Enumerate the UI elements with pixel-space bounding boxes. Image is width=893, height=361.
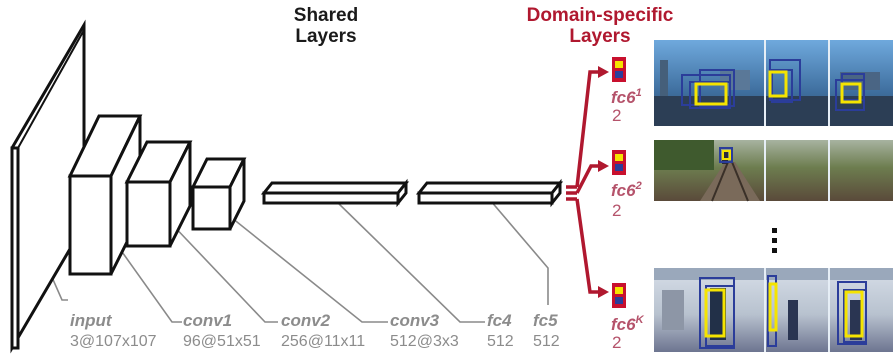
fc6-2-label: fc62 2 xyxy=(611,180,642,220)
shared-header-line2: Layers xyxy=(295,26,356,47)
branch-arrowheads xyxy=(598,66,609,298)
layer-dims-input: 3@107x107 xyxy=(70,333,157,350)
layer-name-conv3: conv3 xyxy=(390,311,440,330)
svg-text:fc6K: fc6K xyxy=(611,314,645,334)
fc6-1-dims: 2 xyxy=(612,106,621,125)
fc6-1-name: fc6 xyxy=(611,88,636,107)
fc6-k-label: fc6K 2 xyxy=(611,314,645,352)
fc6-k-name: fc6 xyxy=(611,315,636,334)
branch-arrows xyxy=(566,70,600,294)
layer-name-fc5: fc5 xyxy=(533,311,558,330)
fc6-1-label: fc61 2 xyxy=(611,87,642,125)
domain-k-frame-strip xyxy=(654,268,893,352)
layer-name-input: input xyxy=(70,311,113,330)
domain-header-line2: Layers xyxy=(569,26,630,47)
fc6-k-dims: 2 xyxy=(612,333,621,352)
arrow-to-fc6-1 xyxy=(575,70,600,188)
arrow-to-fc6-k xyxy=(575,198,600,294)
fc4-layer-block xyxy=(260,178,410,208)
fc6-1-sup: 1 xyxy=(636,87,642,99)
leader-fc5 xyxy=(489,199,549,305)
layer-name-conv2: conv2 xyxy=(281,311,331,330)
layer-name-conv1: conv1 xyxy=(183,311,232,330)
layer-dims-conv2: 256@11x11 xyxy=(281,333,365,350)
fc6-2-dims: 2 xyxy=(612,201,621,220)
domain-specific-layers-header: Domain-specific Layers xyxy=(527,5,674,47)
domain-header-line1: Domain-specific xyxy=(527,5,674,26)
domain-2-frame-strip xyxy=(654,140,893,202)
shared-header-line1: Shared xyxy=(294,5,358,26)
fc6-k-sup: K xyxy=(636,314,645,326)
fc6-1-unit-icon xyxy=(612,57,626,82)
leader-conv2 xyxy=(167,219,278,323)
arrow-to-fc6-2 xyxy=(575,164,600,194)
svg-text:fc61: fc61 xyxy=(611,87,642,107)
leader-conv1 xyxy=(109,234,182,323)
layer-dims-fc5: 512 xyxy=(533,333,560,350)
leader-lines xyxy=(39,199,549,323)
fc6-k-unit-icon xyxy=(612,283,626,308)
fc6-2-sup: 2 xyxy=(635,180,642,192)
layer-labels: input 3@107x107 conv1 96@51x51 conv2 256… xyxy=(70,311,560,350)
layer-dims-fc4: 512 xyxy=(487,333,514,350)
input-layer-block xyxy=(10,19,86,354)
layer-name-fc4: fc4 xyxy=(487,311,512,330)
layer-dims-conv3: 512@3x3 xyxy=(390,333,459,350)
fc6-2-name: fc6 xyxy=(611,181,636,200)
layer-dims-conv1: 96@51x51 xyxy=(183,333,261,350)
fc6-2-unit-icon xyxy=(612,150,626,175)
leader-fc4 xyxy=(334,199,485,323)
conv2-layer-block xyxy=(124,140,193,248)
leader-conv3 xyxy=(221,209,388,323)
domain-1-frame-strip xyxy=(654,40,893,126)
conv3-layer-block xyxy=(190,157,247,231)
vertical-ellipsis-icon xyxy=(772,228,777,253)
fc5-layer-block xyxy=(415,178,564,208)
svg-text:fc62: fc62 xyxy=(611,180,642,200)
shared-layers-header: Shared Layers xyxy=(294,5,358,47)
